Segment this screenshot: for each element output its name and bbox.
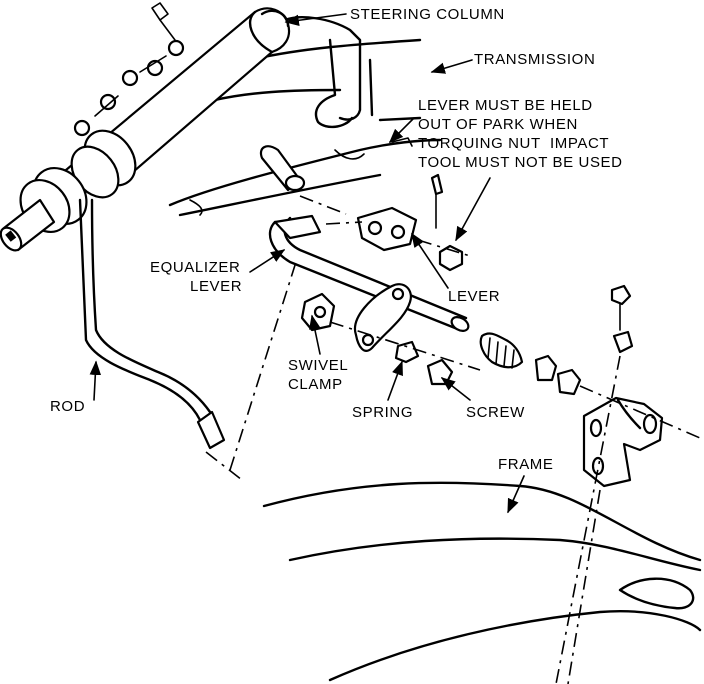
label-note-line-2: OUT OF PARK WHEN bbox=[418, 116, 578, 133]
transmission-lever bbox=[259, 137, 464, 272]
label-equalizer-lever-line-1: EQUALIZER bbox=[150, 259, 241, 276]
label-equalizer-lever-line-2: LEVER bbox=[190, 278, 243, 295]
frame-bracket bbox=[582, 284, 664, 488]
label-frame: FRAME bbox=[498, 456, 554, 473]
leader-arrows bbox=[89, 13, 525, 514]
frame-rail bbox=[262, 481, 702, 682]
label-transmission: TRANSMISSION bbox=[474, 51, 596, 68]
label-spring: SPRING bbox=[352, 404, 414, 421]
label-steering-column: STEERING COLUMN bbox=[350, 6, 505, 23]
label-note-line-4: TOOL MUST NOT BE USED bbox=[418, 154, 623, 171]
steering-column bbox=[0, 2, 291, 252]
rod bbox=[78, 198, 226, 450]
label-lever: LEVER bbox=[448, 288, 501, 305]
label-screw: SCREW bbox=[466, 404, 525, 421]
transmission-outline bbox=[168, 16, 442, 217]
label-swivel-clamp-line-2: CLAMP bbox=[288, 376, 343, 393]
label-note-line-1: LEVER MUST BE HELD bbox=[418, 97, 593, 114]
label-note-line-3: TORQUING NUT IMPACT bbox=[418, 135, 610, 152]
assembly-center-lines bbox=[205, 195, 701, 684]
label-swivel-clamp-line-1: SWIVEL bbox=[288, 357, 349, 374]
label-rod: ROD bbox=[50, 398, 86, 415]
fasteners bbox=[300, 292, 582, 396]
